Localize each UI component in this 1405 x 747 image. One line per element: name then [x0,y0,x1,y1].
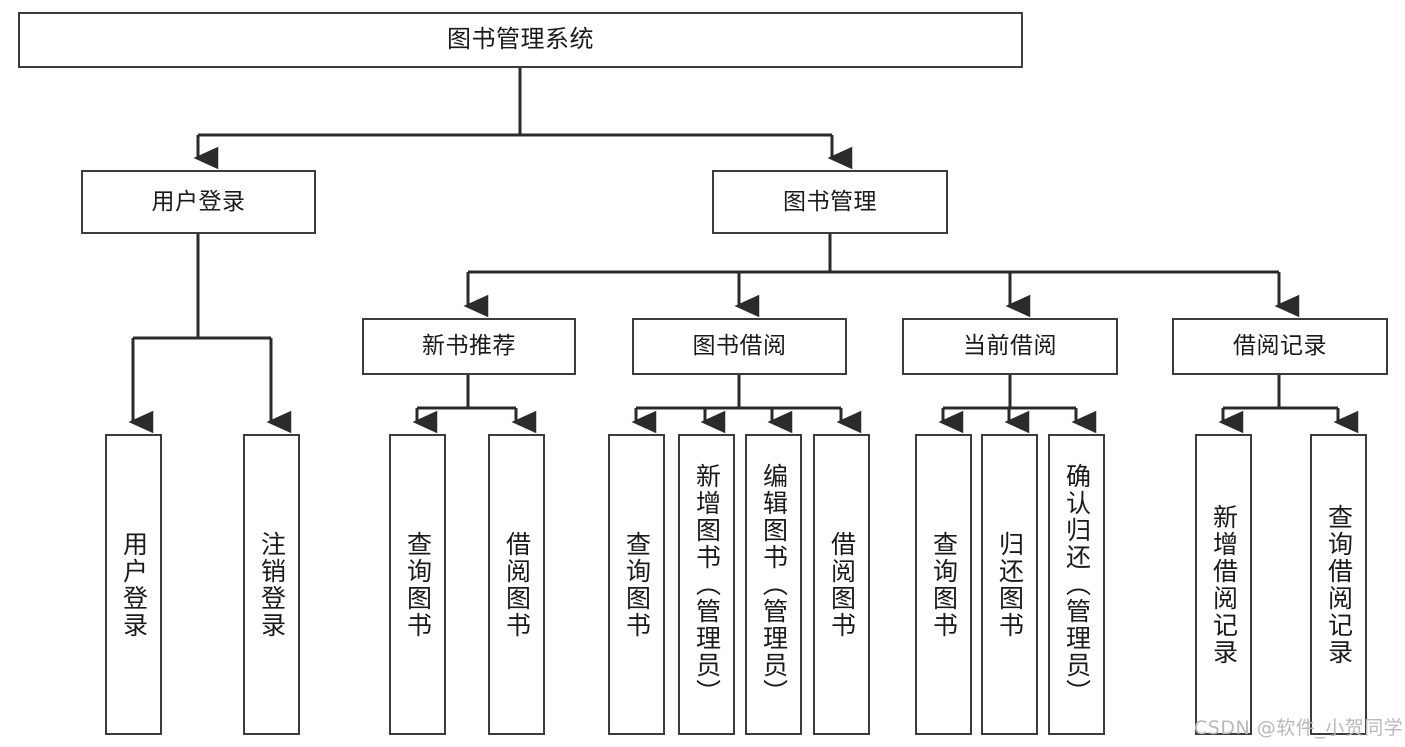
leaf-current-confirm-return-admin[interactable]: 确认归还（管理员） [1048,434,1105,735]
node-label: 查询图书 [403,530,433,639]
node-label: 图书管理系统 [447,25,594,54]
leaf-recommendation-query-book[interactable]: 查询图书 [389,434,446,735]
edges-book-borrow-to-leaves [631,375,862,434]
node-label: 归还图书 [995,530,1025,639]
node-label: 图书管理 [783,188,877,215]
node-root-book-management-system[interactable]: 图书管理系统 [18,12,1023,68]
node-borrow-record[interactable]: 借阅记录 [1172,318,1388,375]
node-label: 借阅图书 [827,530,857,639]
leaf-borrow-borrow-book[interactable]: 借阅图书 [813,434,870,735]
node-user-login[interactable]: 用户登录 [81,170,316,234]
edges-borrow-record-to-leaves [1218,375,1359,434]
node-label: 借阅记录 [1233,333,1327,360]
node-label: 用户登录 [119,530,149,639]
leaf-borrow-edit-book-admin[interactable]: 编辑图书（管理员） [745,434,802,735]
leaf-user-login[interactable]: 用户登录 [105,434,162,735]
node-label: 新增图书（管理员） [692,463,722,706]
node-current-borrow[interactable]: 当前借阅 [902,318,1118,375]
node-label: 借阅图书 [502,530,532,639]
leaf-borrow-query-book[interactable]: 查询图书 [608,434,665,735]
leaf-current-query-book[interactable]: 查询图书 [915,434,972,735]
leaf-record-add-borrow-record[interactable]: 新增借阅记录 [1195,434,1252,735]
node-label: 用户登录 [151,188,246,215]
node-label: 确认归还（管理员） [1062,463,1092,706]
leaf-recommendation-borrow-book[interactable]: 借阅图书 [488,434,545,735]
leaf-record-query-borrow-record[interactable]: 查询借阅记录 [1310,434,1367,735]
leaf-borrow-add-book-admin[interactable]: 新增图书（管理员） [678,434,735,735]
node-label: 查询图书 [622,530,652,639]
node-new-book-recommendation[interactable]: 新书推荐 [362,318,576,375]
node-label: 查询图书 [929,530,959,639]
node-book-management[interactable]: 图书管理 [712,170,948,234]
node-label: 查询借阅记录 [1324,503,1354,666]
node-label: 编辑图书（管理员） [759,463,789,706]
edges-user-login-to-leaves [128,234,292,434]
leaf-user-logout[interactable]: 注销登录 [243,434,300,735]
leaf-current-return-book[interactable]: 归还图书 [981,434,1038,735]
edges-current-borrow-to-leaves [938,375,1097,434]
edges-root-to-level2 [193,68,853,170]
node-label: 注销登录 [257,530,287,639]
node-label: 新书推荐 [422,333,516,360]
node-label: 新增借阅记录 [1209,503,1239,666]
edges-book-manage-to-level3 [463,234,1300,318]
edges-new-book-rec-to-leaves [412,375,537,434]
node-label: 图书借阅 [692,333,787,360]
node-book-borrow[interactable]: 图书借阅 [632,318,847,375]
node-label: 当前借阅 [963,333,1057,360]
csdn-watermark: CSDN @软件_小贺同学 [1194,717,1404,739]
